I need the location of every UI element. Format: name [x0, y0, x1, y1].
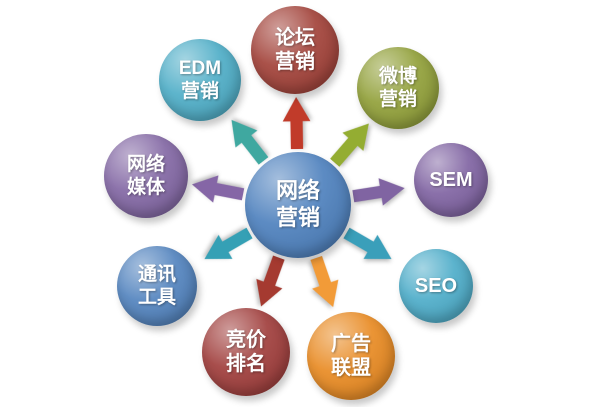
node-label-line: 网络	[126, 153, 165, 175]
arrow-to-edm-marketing	[217, 109, 277, 172]
node-label-line: 媒体	[126, 177, 165, 198]
node-seo: SEO	[399, 249, 473, 323]
node-label-line: 通讯	[137, 263, 176, 285]
node-label-line: 微博	[378, 65, 417, 87]
node-network-media: 网络 媒体	[104, 134, 188, 218]
block-arrow-icon	[343, 227, 392, 259]
node-label-line: 营销	[275, 51, 315, 73]
block-arrow-icon	[310, 255, 339, 308]
block-arrow-icon	[204, 227, 253, 259]
node-edm-marketing: EDM 营销	[159, 39, 241, 121]
node-label-line: SEO	[414, 274, 458, 297]
arrow-to-bidding-ranking	[244, 251, 296, 312]
arrow-to-forum-marketing	[278, 97, 315, 150]
node-label-line: 联盟	[331, 357, 371, 379]
arrow-to-communication-tools	[195, 217, 258, 274]
node-label-line: 论坛	[275, 26, 315, 49]
node-ad-alliance: 广告 联盟	[307, 312, 395, 400]
node-label-line: 工具	[137, 287, 176, 308]
node-weibo-marketing: 微博 营销	[357, 47, 439, 129]
node-label-line: SEM	[429, 168, 473, 191]
node-communication-tools: 通讯 工具	[117, 246, 197, 326]
block-arrow-icon	[231, 119, 269, 165]
node-label-line: 网络	[275, 178, 320, 204]
node-label-line: 营销	[275, 205, 320, 230]
node-sem: SEM	[414, 143, 488, 217]
arrow-to-network-media	[189, 167, 247, 212]
block-arrow-icon	[282, 97, 311, 150]
node-label-line: EDM	[178, 57, 222, 79]
node-label-line: 广告	[331, 332, 371, 355]
block-arrow-icon	[330, 123, 369, 167]
node-label-line: 营销	[180, 81, 219, 102]
block-arrow-icon	[191, 175, 245, 203]
arrow-to-ad-alliance	[299, 252, 350, 313]
node-label-line: 营销	[378, 89, 417, 110]
arrow-to-sem	[350, 170, 407, 214]
arrow-to-weibo-marketing	[321, 112, 382, 175]
block-arrow-icon	[256, 255, 285, 307]
node-network-marketing-center: 网络 营销	[245, 152, 351, 258]
node-label-line: 排名	[226, 353, 266, 375]
node-label-line: 竞价	[226, 328, 266, 351]
block-arrow-icon	[352, 178, 405, 206]
arrow-to-seo	[337, 217, 400, 274]
node-forum-marketing: 论坛 营销	[251, 6, 339, 94]
node-bidding-ranking: 竞价 排名	[202, 308, 290, 396]
